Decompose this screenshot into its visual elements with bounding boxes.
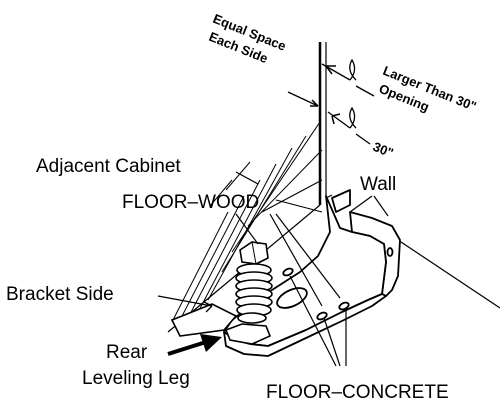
callout-leaders bbox=[157, 171, 389, 367]
adjacent-cabinet-hatching bbox=[171, 121, 323, 323]
dimension-30-label: 30" bbox=[371, 139, 396, 161]
bracket-side-label: Bracket Side bbox=[6, 284, 114, 305]
rear-leveling-leg bbox=[224, 241, 273, 345]
bracket-side-plate bbox=[170, 303, 238, 337]
rear-leveling-leg-arrow bbox=[167, 334, 222, 356]
floor-concrete-label: FLOOR–CONCRETE bbox=[266, 382, 449, 403]
dimension-lines bbox=[287, 58, 375, 145]
rear-leveling-leg-label-line1: Rear bbox=[106, 342, 148, 363]
floor-wood-label: FLOOR–WOOD bbox=[122, 192, 259, 213]
adjacent-cabinet-label: Adjacent Cabinet bbox=[36, 156, 181, 177]
wall-label: Wall bbox=[360, 174, 396, 195]
rear-leveling-leg-label-line2: Leveling Leg bbox=[82, 368, 190, 389]
